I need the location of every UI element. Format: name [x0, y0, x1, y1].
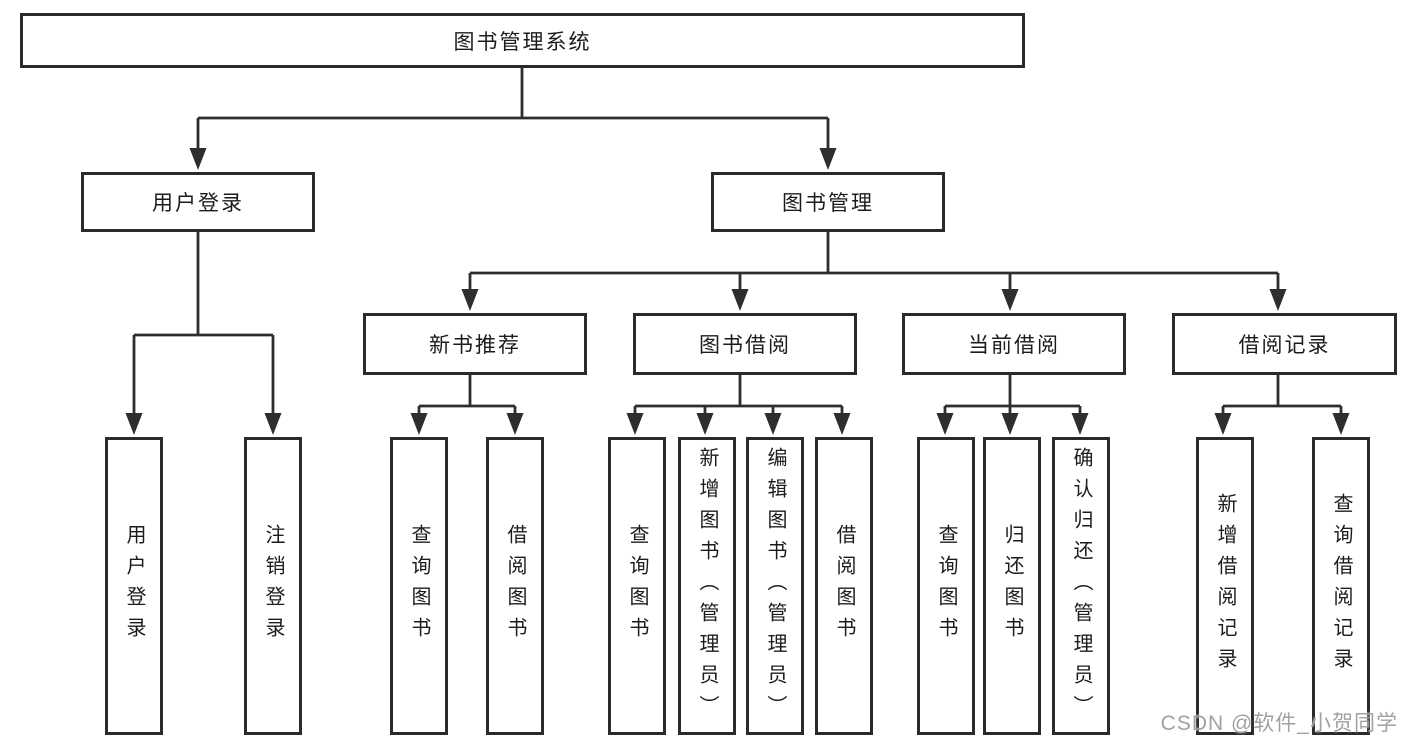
leaf-add-book-admin: 新增图书（管理员）: [678, 437, 736, 735]
leaf-query-books-recommend-label: 查询图书: [408, 524, 430, 648]
leaf-user-login: 用户登录: [105, 437, 163, 735]
leaf-user-login-label: 用户登录: [123, 524, 145, 648]
leaf-logout: 注销登录: [244, 437, 302, 735]
node-user-login: 用户登录: [81, 172, 315, 232]
node-borrowing-records: 借阅记录: [1172, 313, 1397, 375]
node-book-borrowing: 图书借阅: [633, 313, 857, 375]
leaf-return-books-label: 归还图书: [1001, 524, 1023, 648]
leaf-edit-book-admin: 编辑图书（管理员）: [746, 437, 804, 735]
leaf-return-books: 归还图书: [983, 437, 1041, 735]
node-current-borrowing: 当前借阅: [902, 313, 1126, 375]
leaf-query-books-recommend: 查询图书: [390, 437, 448, 735]
leaf-query-books-current: 查询图书: [917, 437, 975, 735]
leaf-borrow-books-borrowing-label: 借阅图书: [833, 524, 855, 648]
leaf-confirm-return-admin: 确认归还（管理员）: [1052, 437, 1110, 735]
leaf-borrow-books-recommend: 借阅图书: [486, 437, 544, 735]
node-book-management: 图书管理: [711, 172, 945, 232]
leaf-query-books-borrowing: 查询图书: [608, 437, 666, 735]
leaf-confirm-return-admin-label: 确认归还（管理员）: [1070, 446, 1092, 726]
leaf-query-books-borrowing-label: 查询图书: [626, 524, 648, 648]
leaf-add-book-admin-label: 新增图书（管理员）: [696, 446, 718, 726]
leaf-query-borrow-record-label: 查询借阅记录: [1330, 493, 1352, 679]
node-new-book-recommend: 新书推荐: [363, 313, 587, 375]
leaf-query-borrow-record: 查询借阅记录: [1312, 437, 1370, 735]
leaf-logout-label: 注销登录: [262, 524, 284, 648]
leaf-add-borrow-record-label: 新增借阅记录: [1214, 493, 1236, 679]
leaf-borrow-books-recommend-label: 借阅图书: [504, 524, 526, 648]
csdn-watermark: CSDN @软件_小贺同学: [1160, 712, 1398, 735]
leaf-edit-book-admin-label: 编辑图书（管理员）: [764, 446, 786, 726]
leaf-query-books-current-label: 查询图书: [935, 524, 957, 648]
leaf-borrow-books-borrowing: 借阅图书: [815, 437, 873, 735]
leaf-add-borrow-record: 新增借阅记录: [1196, 437, 1254, 735]
node-library-system: 图书管理系统: [20, 13, 1025, 68]
